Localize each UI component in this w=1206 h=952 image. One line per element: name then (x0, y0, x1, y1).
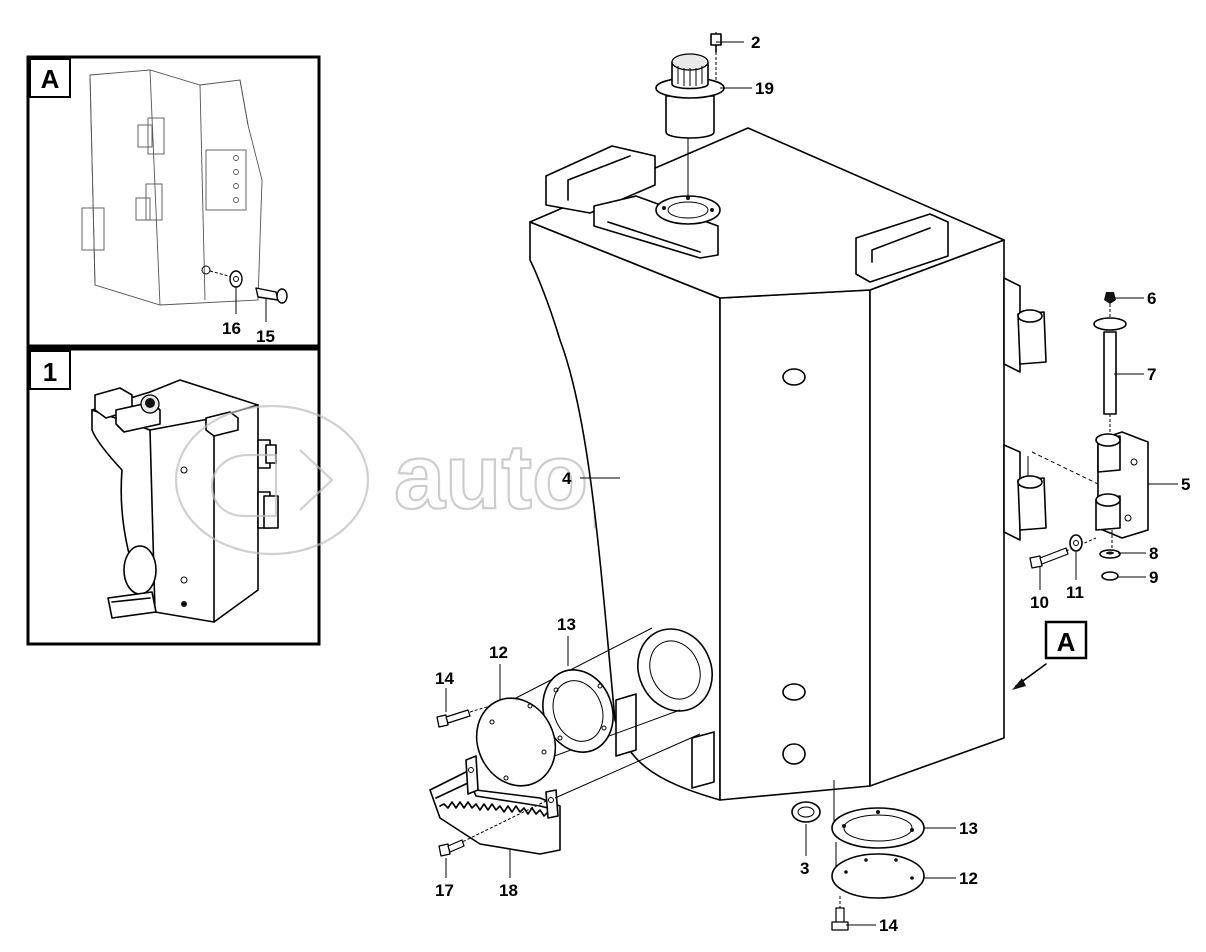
callout-6: 6 (1147, 289, 1156, 308)
callout-19: 19 (755, 79, 774, 98)
callout-10: 10 (1030, 593, 1049, 612)
callout-13-right: 13 (959, 819, 978, 838)
section-marker-label: A (1057, 627, 1076, 657)
callout-9: 9 (1149, 568, 1158, 587)
callout-5: 5 (1181, 475, 1190, 494)
callout-3: 3 (800, 859, 809, 878)
callout-labels: 2 19 6 7 5 4 8 9 10 11 13 12 14 17 18 3 … (222, 33, 1190, 935)
callout-4: 4 (562, 469, 572, 488)
callout-16: 16 (222, 319, 241, 338)
callout-15: 15 (256, 327, 275, 346)
breather-filter (655, 32, 725, 196)
detail-view-a-label: A (41, 64, 60, 94)
callout-12-right: 12 (959, 869, 978, 888)
callout-8: 8 (1149, 544, 1158, 563)
callout-11: 11 (1066, 583, 1084, 602)
callout-14-bottom: 14 (879, 916, 898, 935)
callout-2: 2 (751, 33, 760, 52)
drain-cover-assembly (791, 780, 925, 931)
step-assembly (429, 733, 701, 857)
detail-view-a: A (26, 55, 321, 348)
callout-17: 17 (435, 881, 454, 900)
section-marker-a: A (1012, 620, 1088, 690)
callout-18: 18 (499, 881, 518, 900)
leader-lines (445, 41, 1178, 926)
hinge-assembly (1027, 292, 1149, 581)
callout-7: 7 (1147, 365, 1156, 384)
callout-13-left: 13 (557, 615, 576, 634)
callout-12-left: 12 (489, 643, 508, 662)
cover-gasket-left (436, 627, 681, 787)
detail-view-1: 1 (26, 347, 321, 646)
hydraulic-tank (529, 127, 1047, 801)
callout-14-left: 14 (435, 669, 454, 688)
detail-view-1-label: 1 (43, 357, 57, 387)
